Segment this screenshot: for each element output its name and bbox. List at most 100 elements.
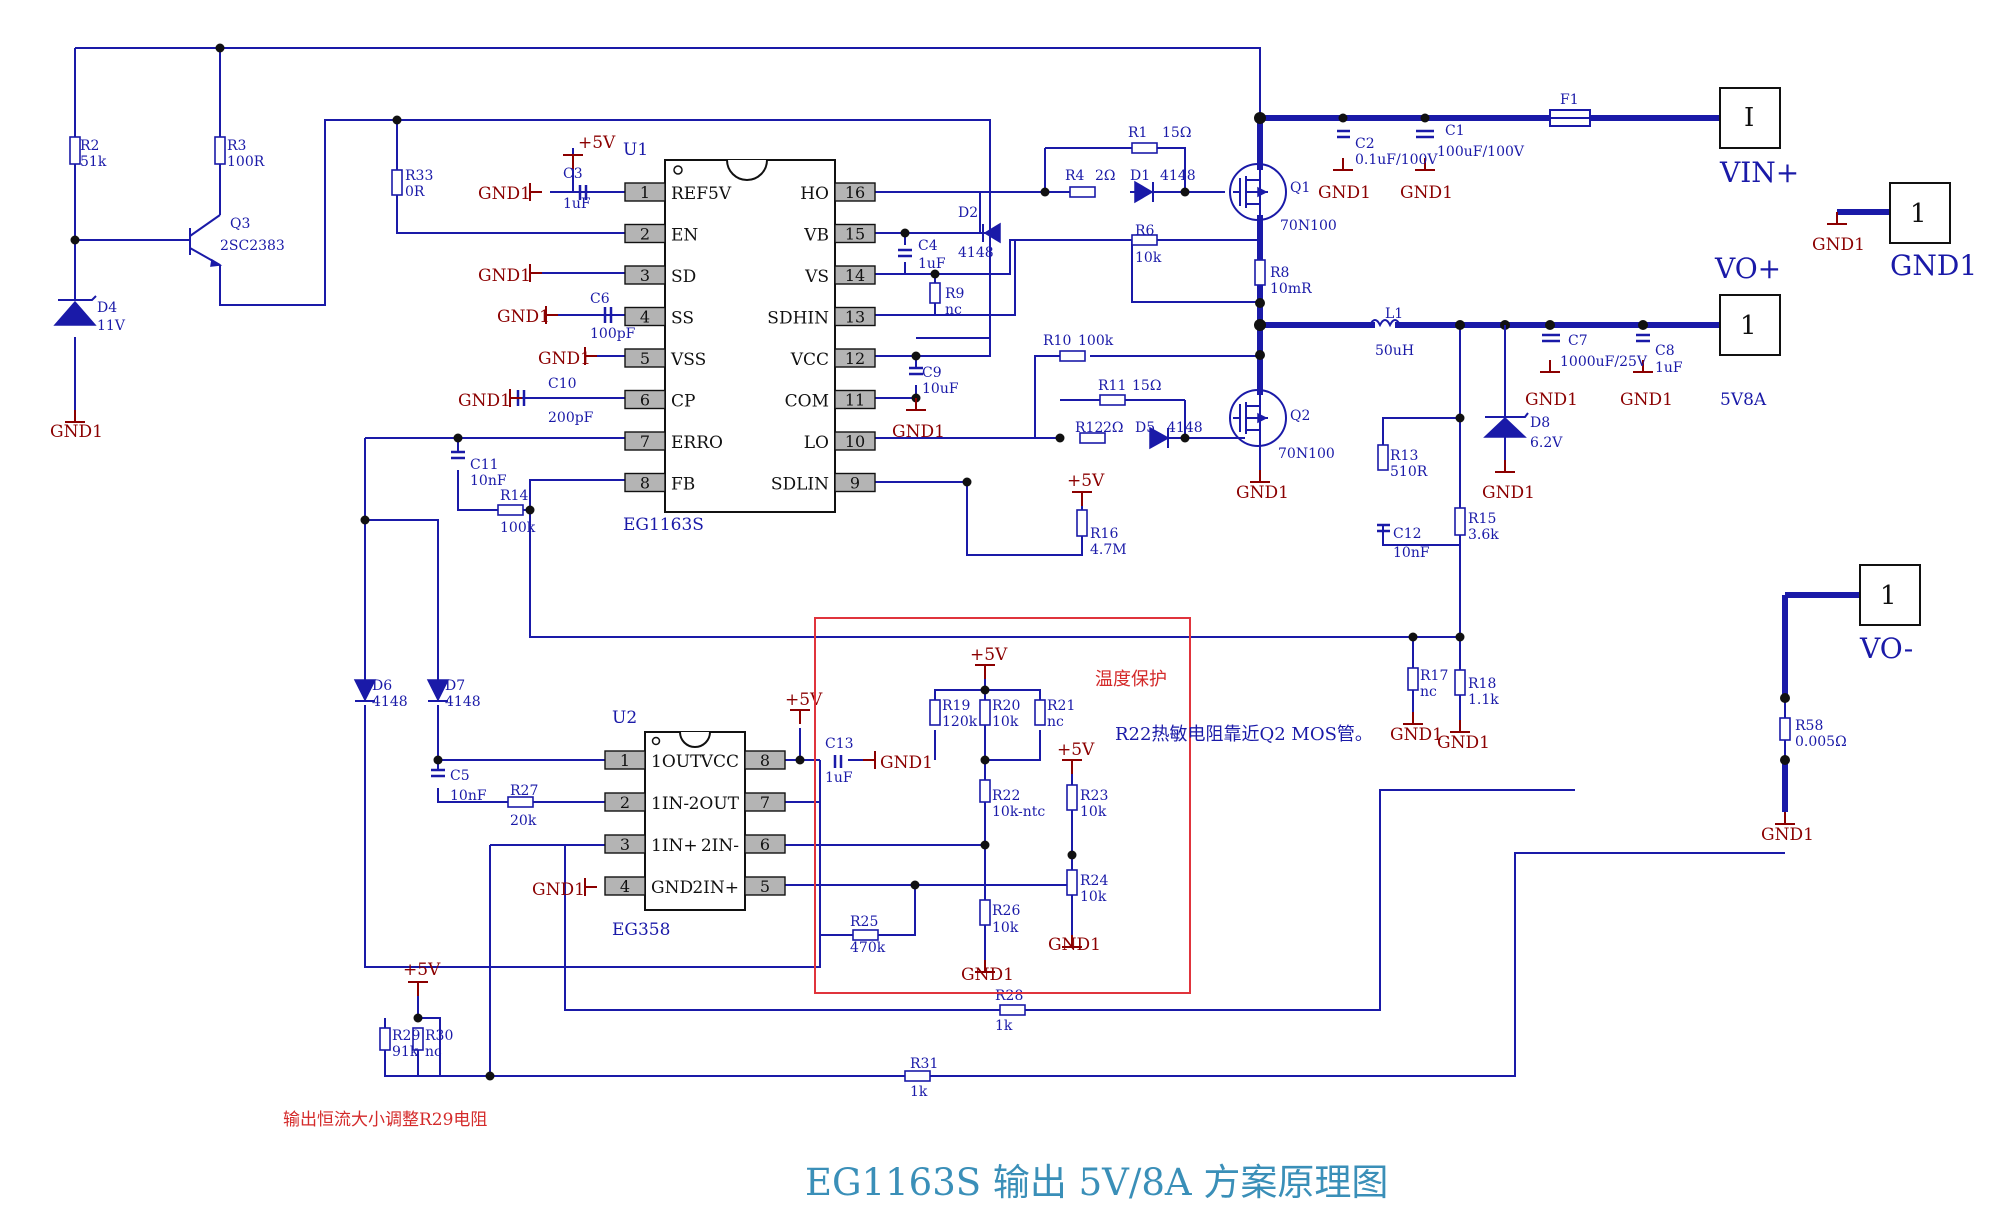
d2-icon: [983, 222, 1001, 244]
label-c13-val: 1uF: [825, 770, 853, 786]
label-c2-val: 0.1uF/100V: [1355, 152, 1438, 168]
label-r25-ref: R25: [850, 914, 878, 930]
u1-pin-name: ERRO: [671, 433, 723, 453]
plus5v-icon: [1072, 491, 1092, 506]
gnd-label: GND1: [1812, 235, 1865, 255]
vo-plus-label: VO+: [1714, 252, 1781, 285]
label-c4-val: 1uF: [918, 256, 946, 272]
ground-icon: [584, 347, 597, 365]
label-c9-val: 10uF: [922, 381, 959, 397]
plus5v-icon: [1062, 759, 1082, 774]
label-r18-val: 1.1k: [1468, 692, 1499, 708]
u1-pin-name: COM: [785, 392, 829, 412]
u2-pin-5: [744, 876, 786, 896]
gnd-label: GND1: [1761, 825, 1814, 845]
u2-pin-name: VCC: [700, 752, 739, 772]
gnd-label: GND1: [1437, 733, 1490, 753]
u1-pin-num: 16: [845, 183, 865, 202]
u1-pin-11: [834, 389, 876, 410]
label-r1-ref: R1: [1128, 125, 1147, 141]
label-c4-ref: C4: [918, 238, 938, 254]
r4-body: [1069, 186, 1096, 198]
label-c10-val: 200pF: [548, 410, 594, 426]
label-r20-val: 10k: [992, 714, 1019, 730]
r11-body: [1099, 394, 1126, 406]
gnd1-box: [1889, 182, 1951, 244]
r8-body: [1254, 259, 1266, 286]
u1-pin-name: REF5V: [671, 184, 732, 204]
label-r15-val: 3.6k: [1468, 527, 1499, 543]
label-r14-ref: R14: [500, 488, 528, 504]
gnd-label: GND1: [880, 753, 933, 773]
gnd-label: GND1: [538, 349, 591, 369]
plus5v-icon: [790, 709, 810, 724]
label-r30-val: nc: [425, 1044, 442, 1060]
label-r27-val: 20k: [510, 813, 537, 829]
label-r16-val: 4.7M: [1090, 542, 1127, 558]
r18-body: [1454, 669, 1466, 696]
label-r33-ref: R33: [405, 168, 433, 184]
gnd-label: GND1: [1482, 483, 1535, 503]
d7-icon: [426, 679, 450, 702]
r16-body: [1076, 509, 1088, 537]
label-r27-ref: R27: [510, 783, 538, 799]
u2-pin-num: 7: [760, 793, 770, 812]
u1-pin-num: 3: [640, 266, 650, 285]
rating-label: 5V8A: [1720, 390, 1767, 410]
label-l1-ref: L1: [1385, 306, 1403, 322]
ground-icon: [65, 410, 85, 423]
power-rails: [1257, 115, 1890, 812]
label-r16-ref: R16: [1090, 526, 1118, 542]
r13-body: [1377, 444, 1389, 471]
gnd-label: GND1: [1390, 725, 1443, 745]
label-r4-val: 2Ω: [1095, 168, 1116, 184]
u2-pin-8: [744, 750, 786, 770]
u2-chip: U2 EG358: [612, 708, 746, 940]
label-r22-ref: R22: [992, 788, 1020, 804]
r31-body: [904, 1070, 931, 1082]
u2-pin-7: [744, 792, 786, 812]
r6-body: [1131, 234, 1158, 246]
vo-plus-num: 1: [1740, 311, 1757, 341]
current-adjust-note: 输出恒流大小调整R29电阻: [283, 1110, 487, 1130]
inductor-l1: [1369, 319, 1401, 328]
u1-pin-10: [834, 431, 876, 451]
u1-pin-14: [834, 265, 876, 285]
gnd1-num: 1: [1910, 199, 1927, 229]
r33-body: [391, 169, 403, 196]
d1-icon: [1134, 180, 1154, 204]
gnd-label: GND1: [1525, 390, 1578, 410]
gnd-label: GND1: [1048, 935, 1101, 955]
u1-pin-7: [624, 431, 666, 451]
plus5v-label: +5V: [785, 690, 823, 710]
ground-icon: [584, 878, 597, 896]
label-r13-val: 510R: [1390, 464, 1428, 480]
u1-pin-name: CP: [671, 392, 695, 412]
u1-pin-num: 14: [845, 266, 865, 285]
r21-body: [1034, 699, 1046, 726]
ground-icon: [1775, 812, 1795, 825]
d6-icon: [353, 679, 377, 702]
gnd-label: GND1: [1236, 483, 1289, 503]
label-q3-val: 2SC2383: [220, 238, 285, 254]
u1-pin-4: [624, 306, 666, 327]
label-d2-ref: D2: [958, 205, 978, 221]
u1-pin-name: VCC: [790, 350, 829, 370]
r19-body: [929, 699, 941, 726]
u2-part: EG358: [612, 920, 670, 940]
ground-icon: [1062, 935, 1082, 948]
label-r12-ref: R12: [1075, 420, 1103, 436]
label-r28-ref: R28: [995, 988, 1023, 1004]
label-r4-ref: R4: [1065, 168, 1085, 184]
label-r10-val: 100k: [1078, 333, 1114, 349]
u1-chip: U1 EG1163S: [623, 140, 836, 535]
u2-pin-num: 8: [760, 751, 770, 770]
label-c8-ref: C8: [1655, 343, 1675, 359]
ground-icon: [529, 264, 542, 282]
label-r18-ref: R18: [1468, 676, 1496, 692]
component-labels: R251kR3100RR330RQ32SC2383D411VC31uFC6100…: [80, 92, 1847, 1100]
r3-body: [214, 136, 226, 165]
u2-pin-name: 2IN-: [701, 836, 739, 856]
label-c11-ref: C11: [470, 457, 499, 473]
